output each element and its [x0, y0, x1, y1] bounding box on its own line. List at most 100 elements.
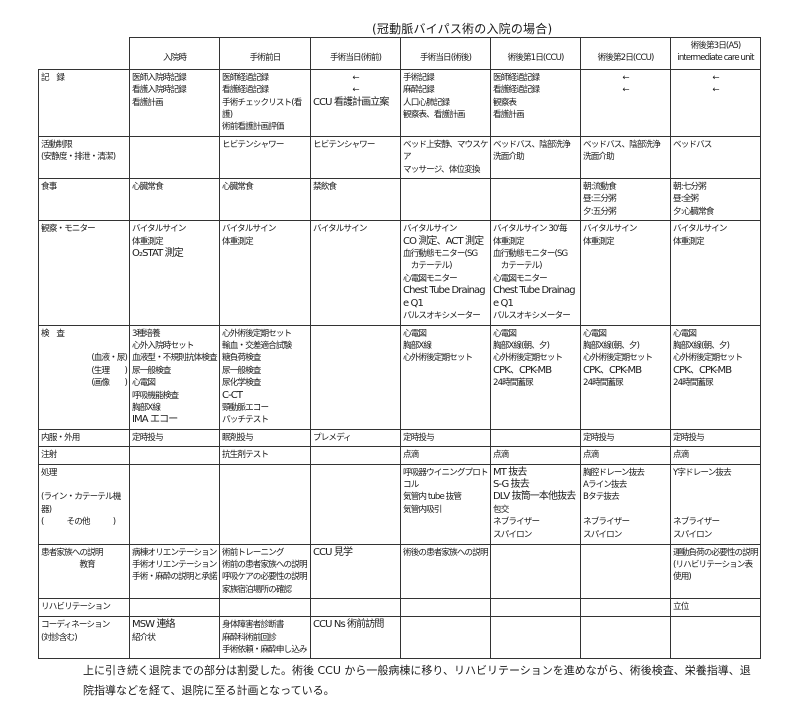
table-cell: Y字ドレーン抜去ネブライザースパイロン	[670, 463, 761, 545]
row-label: 記 録	[38, 68, 130, 137]
table-cell: 医師経過記録看護経過記録手術チェックリスト(看護)術前看護計画評価	[219, 68, 311, 137]
cell-line: バイタルサイン	[222, 224, 276, 235]
cell-line: バイタルサイン	[313, 224, 367, 235]
cell-line: 手術・麻酔の説明と承諾	[132, 572, 218, 583]
table-row: 内服・外用定時投与眠剤投与プレメディ定時投与定時投与定時投与	[38, 428, 761, 448]
cell-line: 昼:三分粥	[583, 194, 617, 205]
cell-line: 心臓常食	[132, 182, 164, 193]
column-header: 入院時	[129, 37, 220, 70]
table-cell	[490, 598, 581, 618]
column-header-label: 術後第1日(CCU)	[507, 53, 565, 64]
cell-line: 昼:全粥	[673, 194, 699, 205]
document-body: 入院時手術前日手術当日(術前)手術当日(術後)術後第1日(CCU)術後第2日(C…	[38, 37, 761, 701]
cell-line: 定時投与	[132, 432, 164, 443]
cell-line: 心電図	[403, 328, 427, 339]
cell-line: 手術記録	[403, 72, 435, 83]
cell-line: プレメディ	[313, 432, 352, 443]
clinical-pathway-table: 入院時手術前日手術当日(術前)手術当日(術後)術後第1日(CCU)術後第2日(C…	[38, 37, 761, 660]
column-header-label: 術後第3日(A5)	[690, 41, 742, 51]
column-header-label: 手術当日(術前)	[329, 53, 382, 64]
table-row: 記 録医師入院時記録看護入院時記録看護計画医師経過記録看護経過記録手術チェックリ…	[38, 68, 761, 137]
cell-line: ヒビテンシャワー	[222, 139, 284, 150]
table-cell: 心臓常食	[219, 178, 311, 222]
cell-line: バイタルサイン	[403, 224, 457, 235]
cell-line: パルスオキシメーター	[493, 311, 571, 322]
header-row: 入院時手術前日手術当日(術前)手術当日(術後)術後第1日(CCU)術後第2日(C…	[38, 37, 761, 70]
cell-line: Chest Tube Drainage Q1	[403, 285, 486, 309]
table-row: 食事心臓常食心臓常食禁飲食朝:流動食昼:三分粥夕:五分粥朝:七分粥昼:全粥夕:心…	[38, 178, 761, 222]
row-label-line: 食事	[41, 182, 57, 193]
table-cell: 眠剤投与	[219, 428, 311, 448]
table-cell: 病棟オリエンテーション手術オリエンテーション手術・麻酔の説明と承諾	[129, 543, 220, 600]
cell-line: 気管内 tube 抜管	[403, 492, 462, 503]
cell-line: 洗面介助	[583, 152, 615, 163]
cell-line: 立位	[673, 602, 689, 613]
table-row: 処理(ライン・カテーテル機器)( その他 )呼吸器ウイニングプロトコル気管内 t…	[38, 463, 761, 545]
cell-line: C-CT	[222, 389, 243, 401]
column-header: 手術当日(術後)	[400, 37, 491, 70]
cell-line: CO 測定、ACT 測定	[403, 235, 484, 247]
cell-line: 呼吸機能検査	[132, 390, 179, 401]
cell-line: 心外入院時セット	[132, 340, 194, 351]
cell-line: Bタテ抜去	[583, 492, 620, 503]
row-label-line: 記 録	[41, 72, 65, 83]
table-cell	[670, 616, 761, 660]
cell-line: 尿一般検査	[222, 365, 261, 376]
cell-line	[673, 479, 758, 491]
row-label: 注射	[38, 446, 130, 465]
cell-line: ベッドバス、陰部洗浄	[493, 139, 571, 150]
row-label-line: (対診含む)	[41, 632, 78, 643]
cell-line: CCU Ns 術前訪問	[313, 619, 384, 631]
table-cell: ヒビテンシャワー	[219, 135, 311, 180]
row-label-line	[41, 340, 127, 352]
cell-line: 点滴	[673, 450, 689, 461]
cell-line: 眠剤投与	[222, 432, 254, 443]
table-cell: バイタルサイン体重測定	[670, 220, 761, 326]
table-cell: バイタルサイン体重測定	[580, 220, 671, 326]
cell-line: ベッドバス	[673, 139, 712, 150]
cell-line: 呼吸ケアの必要性の説明	[222, 572, 308, 583]
arrow-icon: ←	[352, 85, 359, 96]
row-label-line: 患者家族への説明	[41, 547, 103, 558]
row-label-line: コーディネーション	[41, 620, 110, 631]
column-header-label: 手術当日(術後)	[419, 53, 472, 64]
arrow-icon: ←	[712, 72, 719, 83]
table-cell	[310, 598, 401, 618]
cell-line: バイタルサイン	[132, 224, 186, 235]
table-cell: 定時投与	[670, 428, 761, 448]
cell-line: カテーテル)	[493, 261, 543, 272]
cell-line: 手術依頼・麻酔申し込み	[222, 645, 308, 655]
footnote: 上に引き続く退院までの部分は割愛した。術後 CCU から一般病棟に移り、リハビリ…	[83, 661, 760, 701]
table-cell: ←←	[580, 68, 671, 137]
cell-line: 紹介状	[132, 632, 156, 643]
column-header: 手術当日(術前)	[310, 37, 401, 70]
row-label: コーディネーション(対診含む)	[38, 616, 130, 660]
cell-line: DLV 抜筒一本他抜去	[493, 491, 576, 503]
cell-line: Aライン抜去	[583, 479, 627, 490]
cell-line: 心電図モニター	[493, 273, 548, 284]
cell-line: 胸腔ドレーン抜去	[583, 467, 645, 478]
cell-line: 血行動態モニター(SG	[493, 249, 568, 260]
cell-line	[673, 504, 758, 516]
row-label-line: (安静度・排泄・清潔)	[41, 152, 116, 163]
cell-line: Y字ドレーン抜去	[673, 467, 732, 478]
row-label: 観察・モニター	[38, 220, 130, 326]
table-cell: 朝:七分粥昼:全粥夕:心臓常食	[670, 178, 761, 222]
column-header-label: 術後第2日(CCU)	[597, 53, 655, 64]
arrow-icon: ←	[352, 72, 359, 83]
cell-line: 糖負荷検査	[222, 353, 261, 364]
table-cell	[129, 463, 220, 545]
table-cell	[129, 135, 220, 180]
table-cell: ベッド上安静、マウスケアマッサージ、体位変換	[400, 135, 491, 180]
cell-line: (リハビリテーション表	[673, 559, 753, 570]
row-label-line: (生理 )	[91, 365, 128, 376]
cell-line: マッサージ、体位変換	[403, 164, 480, 175]
cell-line: 術前看護計画評価	[222, 122, 284, 133]
table-cell: 運動負荷の必要性の説明(リハビリテーション表使用)	[670, 543, 761, 600]
row-label-line: (画像 )	[91, 378, 128, 389]
table-cell	[580, 543, 671, 600]
